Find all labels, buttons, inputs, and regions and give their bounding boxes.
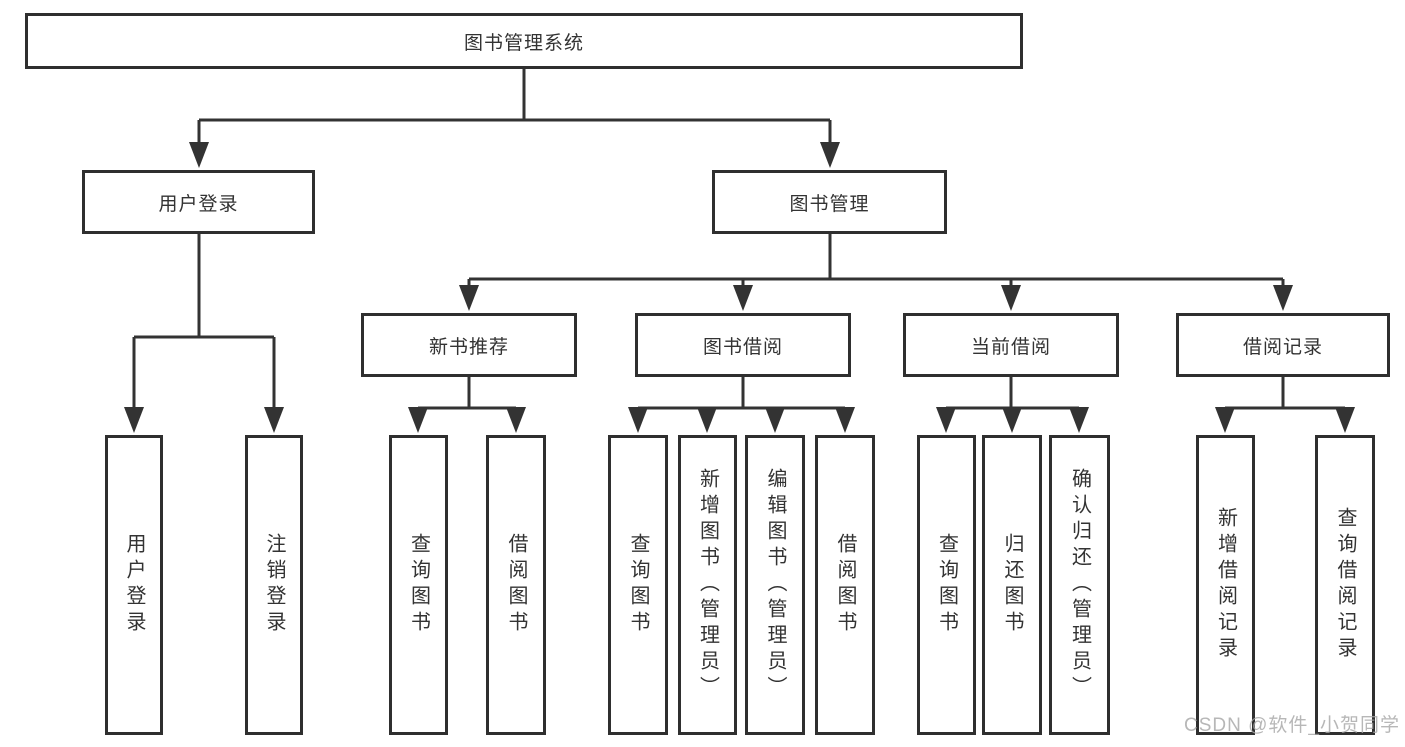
node-label: 借阅图书 [505, 533, 527, 637]
node-label: 图书借阅 [702, 336, 783, 358]
node-label: 查询图书 [407, 533, 430, 637]
node-borrow-records: 借阅记录 [1176, 313, 1390, 377]
leaf-add-book-admin: 新增图书（管理员） [678, 435, 737, 735]
csdn-watermark: CSDN @软件_小贺同学 [1184, 715, 1400, 736]
node-new-book-recommend: 新书推荐 [361, 313, 577, 377]
node-user-login: 用户登录 [82, 170, 315, 234]
node-label: 新书推荐 [428, 336, 509, 358]
node-label: 图书管理系统 [463, 32, 584, 54]
leaf-logout: 注销登录 [245, 435, 303, 735]
node-label: 注销登录 [263, 533, 285, 637]
leaf-user-login: 用户登录 [105, 435, 163, 735]
leaf-borrow-book-2: 借阅图书 [815, 435, 875, 735]
node-current-borrow: 当前借阅 [903, 313, 1119, 377]
node-label: 查询借阅记录 [1334, 507, 1356, 663]
node-label: 用户登录 [123, 533, 145, 637]
node-label: 编辑图书（管理员） [764, 468, 786, 702]
node-label: 用户登录 [158, 193, 239, 215]
leaf-query-book-recommend: 查询图书 [389, 435, 448, 735]
node-book-management-system: 图书管理系统 [25, 13, 1023, 69]
leaf-edit-book-admin: 编辑图书（管理员） [745, 435, 805, 735]
node-book-borrow: 图书借阅 [635, 313, 851, 377]
node-book-management: 图书管理 [712, 170, 947, 234]
node-label: 借阅记录 [1242, 336, 1323, 358]
node-label: 归还图书 [1001, 533, 1023, 637]
leaf-return-book: 归还图书 [982, 435, 1042, 735]
node-label: 新增图书（管理员） [696, 468, 719, 702]
leaf-borrow-book-recommend: 借阅图书 [486, 435, 546, 735]
node-label: 新增借阅记录 [1214, 507, 1237, 663]
node-label: 图书管理 [789, 193, 870, 215]
node-label: 当前借阅 [970, 336, 1051, 358]
node-label: 确认归还（管理员） [1068, 468, 1091, 702]
leaf-query-book-current: 查询图书 [917, 435, 976, 735]
node-label: 查询图书 [935, 533, 958, 637]
leaf-confirm-return-admin: 确认归还（管理员） [1049, 435, 1110, 735]
node-label: 查询图书 [627, 533, 649, 637]
node-label: 借阅图书 [834, 533, 856, 637]
leaf-add-borrow-record: 新增借阅记录 [1196, 435, 1255, 735]
leaf-query-borrow-record: 查询借阅记录 [1315, 435, 1375, 735]
leaf-query-book-borrow: 查询图书 [608, 435, 668, 735]
